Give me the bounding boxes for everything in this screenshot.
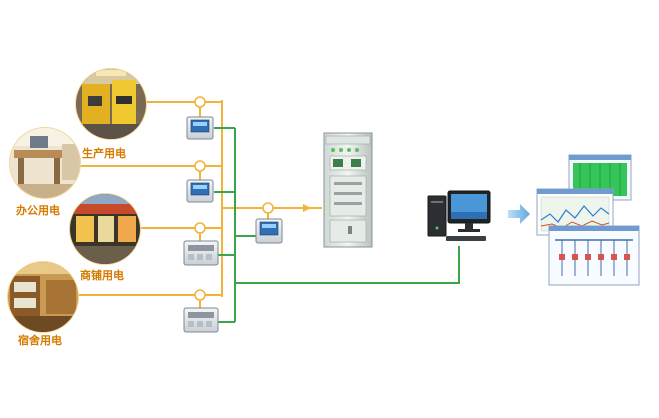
- ct-ring-icon: [194, 289, 206, 301]
- office-photo: [9, 127, 81, 199]
- rail-meter-4: [183, 307, 219, 333]
- data-transfer-arrow-icon: [508, 204, 530, 224]
- factory-photo: [75, 68, 147, 140]
- ct-ring-icon: [262, 202, 274, 214]
- shop-photo: [69, 193, 141, 265]
- label-office: 办公用电: [16, 203, 60, 217]
- green-to-pc: [235, 246, 460, 284]
- label-shop: 商铺用电: [80, 268, 124, 282]
- current-transformer-rings: [194, 96, 274, 301]
- digital-meter-1: [186, 116, 214, 140]
- ct-ring-icon: [194, 96, 206, 108]
- computer-workstation: [427, 190, 491, 241]
- feed-arrow-icon: [303, 204, 311, 212]
- main-digital-meter: [255, 218, 283, 244]
- digital-meter-2: [186, 179, 214, 203]
- label-dorm: 宿舍用电: [18, 333, 62, 347]
- rail-meter-3: [183, 240, 219, 266]
- ct-ring-icon: [194, 160, 206, 172]
- ct-ring-icon: [194, 222, 206, 234]
- dorm-photo: [7, 261, 79, 333]
- distribution-cabinet: [323, 132, 373, 248]
- software-screen-single-line-diagram: [548, 225, 640, 286]
- label-production: 生产用电: [82, 146, 126, 160]
